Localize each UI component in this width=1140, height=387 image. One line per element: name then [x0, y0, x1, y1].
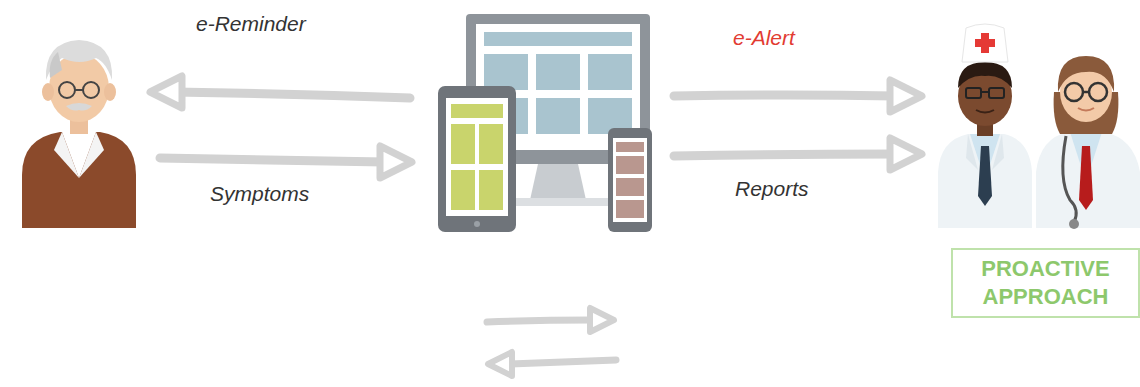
- sketch-arrow: [488, 352, 616, 376]
- tablet-device: [479, 124, 503, 164]
- patient-figure: [46, 40, 112, 80]
- approach-box: PROACTIVE APPROACH: [951, 248, 1140, 318]
- monitor-device: [484, 32, 632, 46]
- tablet-device: [451, 124, 475, 164]
- doctor-figure: [1079, 146, 1093, 210]
- sketch-arrow: [160, 146, 412, 178]
- arrow-label: e-Reminder: [196, 12, 306, 36]
- doctor-figure: [1063, 136, 1076, 222]
- patient-figure: [22, 40, 136, 228]
- patient-figure: [54, 132, 79, 178]
- doctor-figure: [1065, 83, 1083, 101]
- tablet-device: [479, 170, 503, 210]
- tablet-device: [474, 221, 480, 227]
- doctor-figure: [1069, 219, 1079, 229]
- nurse-figure: [978, 146, 992, 206]
- sketch-arrow: [674, 95, 895, 96]
- doctor-figure: [1078, 108, 1094, 111]
- patient-figure: [104, 83, 116, 101]
- sketch-arrow: [488, 352, 512, 376]
- patient-figure: [59, 82, 75, 98]
- patient-figure: [66, 103, 92, 111]
- nurse-figure: [975, 39, 995, 47]
- nurse-figure: [989, 88, 1004, 98]
- patient-figure: [83, 82, 99, 98]
- phone-device: [616, 156, 644, 174]
- sketch-arrow: [487, 320, 592, 322]
- nurse-figure: [976, 110, 994, 113]
- sketch-arrow: [510, 360, 616, 364]
- phone-device: [616, 142, 644, 152]
- sketch-arrow: [590, 308, 614, 332]
- monitor-device: [530, 164, 586, 200]
- sketch-arrow: [150, 76, 410, 108]
- sketch-arrow: [890, 138, 922, 170]
- arrow-label: Reports: [735, 177, 809, 201]
- doctor-figure: [1089, 83, 1107, 101]
- sketch-arrow: [175, 92, 410, 98]
- doctor-figure: [1083, 91, 1089, 94]
- nurse-figure: [981, 91, 989, 93]
- sketch-arrow: [674, 80, 922, 112]
- patient-figure: [79, 132, 104, 178]
- arrow-label: Symptoms: [210, 182, 309, 206]
- tablet-device: [446, 98, 508, 216]
- nurse-figure: [992, 134, 1004, 170]
- nurse-figure: [966, 134, 978, 170]
- monitor-device: [505, 198, 611, 206]
- nurse-figure: [938, 134, 1032, 228]
- phone-device: [616, 200, 644, 218]
- monitor-device: [536, 54, 580, 90]
- monitor-device: [536, 98, 580, 134]
- sketch-arrow: [890, 80, 922, 112]
- sketch-arrow: [674, 154, 895, 156]
- nurse-figure: [966, 88, 981, 98]
- monitor-device: [484, 54, 528, 90]
- arrow-label: e-Alert: [733, 26, 795, 50]
- sketch-arrow: [487, 308, 614, 332]
- phone-device: [616, 178, 644, 196]
- phone-device: [613, 138, 647, 222]
- sketch-arrow: [160, 158, 385, 162]
- patient-figure: [22, 132, 136, 228]
- phone-device: [608, 128, 652, 232]
- nurse-figure: [962, 24, 1008, 62]
- nurse-figure: [958, 62, 1012, 88]
- monitor-device: [588, 54, 632, 90]
- patient-figure: [50, 52, 62, 78]
- tablet-device: [451, 104, 503, 118]
- sketch-arrow: [674, 138, 922, 170]
- doctor-figure: [1036, 56, 1140, 229]
- phone-device: [608, 128, 652, 232]
- sketch-arrow: [150, 76, 182, 108]
- patient-figure: [42, 83, 54, 101]
- tablet-device: [451, 170, 475, 210]
- patient-figure: [75, 89, 83, 91]
- tablet-device: [438, 86, 516, 232]
- nurse-figure: [938, 24, 1032, 228]
- tablet-device: [438, 86, 516, 232]
- box-text: PROACTIVE APPROACH: [953, 255, 1138, 311]
- doctor-figure: [1036, 132, 1140, 228]
- sketch-arrow: [380, 146, 412, 178]
